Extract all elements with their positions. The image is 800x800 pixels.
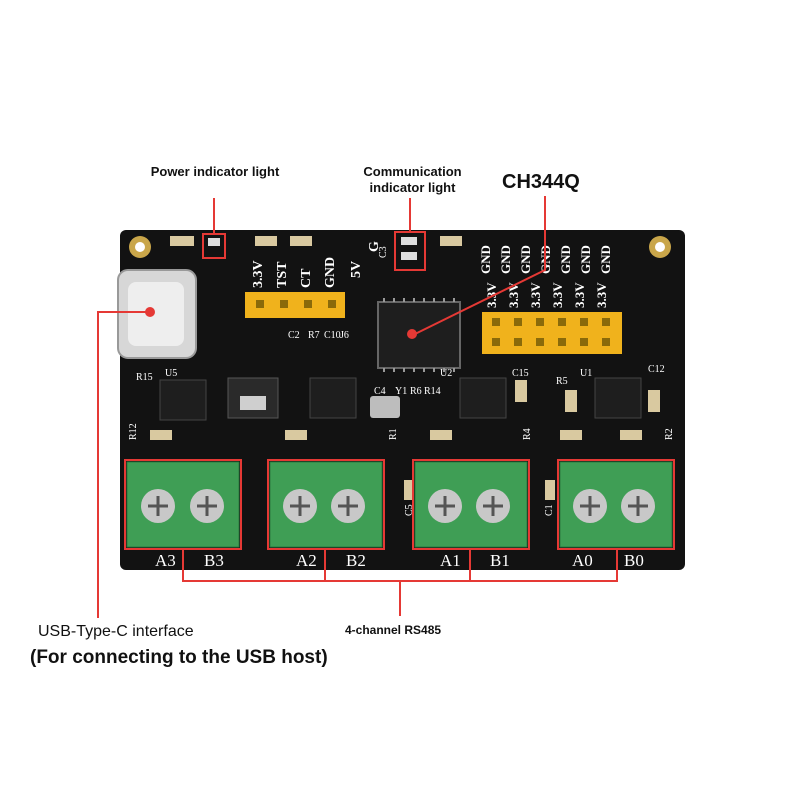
terminal-block-0 bbox=[559, 461, 673, 548]
silk-ref: R4 bbox=[522, 428, 533, 440]
silk-ref: U2 bbox=[440, 368, 452, 379]
terminal-block-1 bbox=[414, 461, 528, 548]
right-header-label-lower: 3.3V bbox=[484, 282, 499, 308]
power-label: G bbox=[367, 241, 382, 252]
driver-chip bbox=[594, 377, 642, 419]
silk-ref: U5 bbox=[165, 368, 177, 379]
power-label: 5V bbox=[349, 261, 364, 278]
silk-ref: R7 bbox=[308, 330, 320, 341]
silk-ref: R15 bbox=[136, 372, 153, 383]
right-header-label: GND bbox=[478, 245, 493, 274]
comm-indicator-annotation: Communication indicator light bbox=[363, 164, 462, 195]
power-indicator-annotation: Power indicator light bbox=[150, 164, 280, 179]
terminal-block-2 bbox=[269, 461, 383, 548]
rs485-annotation: 4-channel RS485 bbox=[345, 623, 442, 637]
usb-annotation: USB-Type-C interface bbox=[38, 623, 194, 640]
left-header-label: GND bbox=[323, 257, 338, 288]
silk-ref: C1 bbox=[544, 504, 555, 516]
silk-ref: C4 bbox=[374, 386, 386, 397]
silk-ref: R6 bbox=[410, 386, 422, 397]
right-header-label: GND bbox=[578, 245, 593, 274]
chip-callout-line bbox=[414, 196, 546, 335]
right-header-label: GND bbox=[558, 245, 573, 274]
silk-ref: C10 bbox=[324, 330, 341, 341]
right-header-label: GND bbox=[518, 245, 533, 274]
silk-ref: C2 bbox=[288, 330, 300, 341]
silk-ref: R2 bbox=[664, 428, 675, 440]
left-header-label: CT bbox=[299, 268, 314, 288]
driver-chip bbox=[159, 379, 207, 421]
terminal-block-3 bbox=[126, 461, 240, 548]
chip-annotation: CH344Q bbox=[502, 171, 580, 193]
terminal-label: A0 bbox=[572, 551, 593, 570]
silk-ref: J6 bbox=[340, 330, 349, 341]
usb-annotation-detail: (For connecting to the USB host) bbox=[30, 647, 328, 668]
driver-chip bbox=[459, 377, 507, 419]
right-header-label: GND bbox=[598, 245, 613, 274]
usb-callout-line bbox=[97, 311, 150, 618]
terminal-label: A2 bbox=[296, 551, 317, 570]
silk-ref: C12 bbox=[648, 364, 665, 375]
terminal-label: A1 bbox=[440, 551, 461, 570]
terminal-label: B2 bbox=[346, 551, 366, 570]
right-header-label-lower: 3.3V bbox=[572, 282, 587, 308]
right-pin-header bbox=[482, 312, 622, 354]
silk-ref: C3 bbox=[378, 246, 389, 258]
silk-ref: R5 bbox=[556, 376, 568, 387]
silk-ref: R1 bbox=[388, 428, 399, 440]
silk-ref: C15 bbox=[512, 368, 529, 379]
silk-ref: Y1 bbox=[395, 386, 407, 397]
terminal-label: B1 bbox=[490, 551, 510, 570]
terminal-label: B0 bbox=[624, 551, 644, 570]
driver-chip bbox=[309, 377, 357, 419]
right-header-label-lower: 3.3V bbox=[528, 282, 543, 308]
silk-ref: R14 bbox=[424, 386, 441, 397]
ch344q-chip bbox=[377, 301, 461, 369]
left-header-label: TST bbox=[275, 261, 290, 288]
silk-ref: U1 bbox=[580, 368, 592, 379]
silk-ref: R12 bbox=[128, 423, 139, 440]
terminal-label: B3 bbox=[204, 551, 224, 570]
crystal bbox=[370, 396, 400, 418]
right-header-label-lower: 3.3V bbox=[550, 282, 565, 308]
silk-ref: C5 bbox=[404, 504, 415, 516]
terminal-label: A3 bbox=[155, 551, 176, 570]
right-header-label-lower: 3.3V bbox=[594, 282, 609, 308]
right-header-label: GND bbox=[498, 245, 513, 274]
left-header-label: 3.3V bbox=[251, 260, 266, 288]
